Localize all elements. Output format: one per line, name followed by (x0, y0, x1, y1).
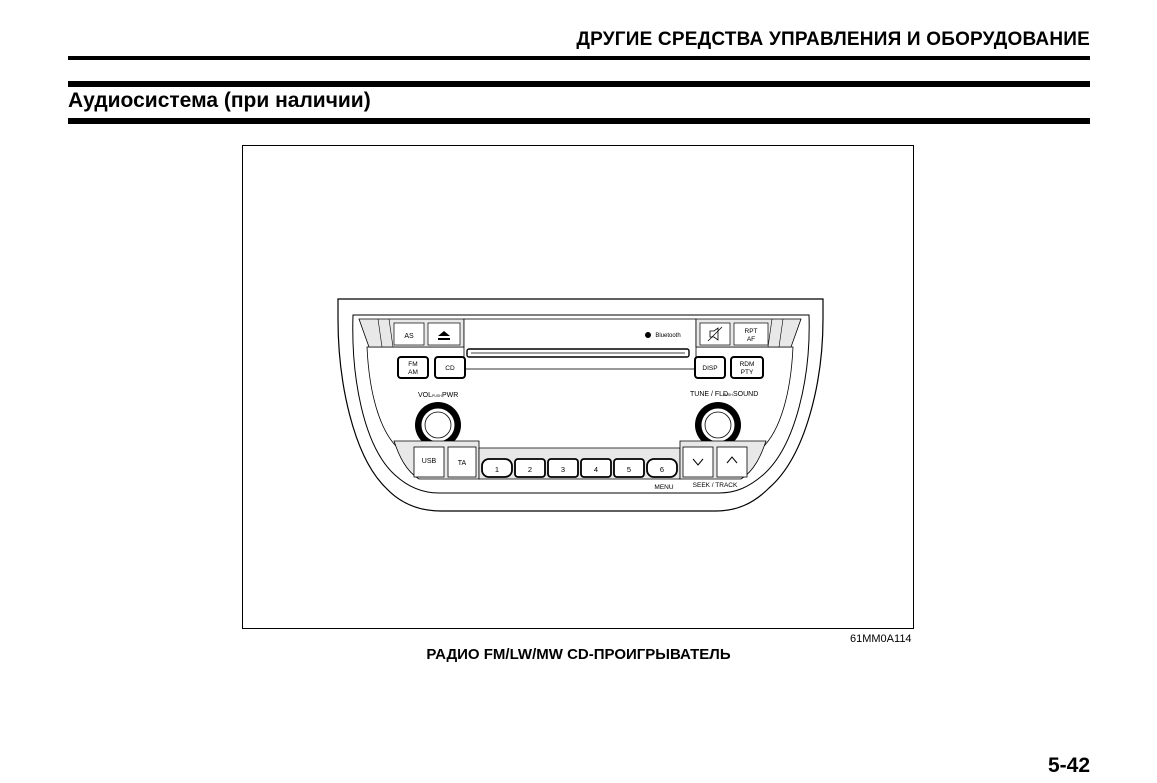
as-button[interactable] (393, 322, 425, 346)
cd-label: CD (445, 365, 455, 372)
fm-am-button[interactable] (397, 356, 429, 379)
af-label: AF (747, 336, 755, 343)
preset-6-label: 6 (660, 465, 664, 474)
disp-label: DISP (702, 365, 717, 372)
usb-label: USB (422, 458, 437, 465)
preset-5-label: 5 (627, 465, 631, 474)
chevron-up-icon (726, 456, 738, 464)
as-label: AS (404, 333, 414, 340)
preset-3-button[interactable] (547, 458, 579, 478)
section-rule-bottom (68, 118, 1090, 124)
push-right-label: PUSH (723, 393, 733, 397)
pty-label: PTY (741, 369, 754, 376)
preset-5-button[interactable] (613, 458, 645, 478)
fm-label: FM (408, 361, 417, 368)
menu-label: MENU (654, 484, 673, 491)
preset-1-label: 1 (495, 465, 499, 474)
rpt-label: RPT (745, 328, 758, 335)
cd-slot-panel (463, 318, 697, 370)
mute-icon (707, 326, 723, 342)
push-left-label: PUSH (432, 394, 442, 398)
sound-label: SOUND (733, 391, 758, 398)
disp-button[interactable] (694, 356, 726, 379)
pwr-label: PWR (442, 392, 458, 399)
ta-button[interactable] (447, 446, 477, 478)
audio-unit-illustration: AS Bluetooth RPT AF FM AM CD DISP RDM PT… (337, 298, 824, 512)
tune-fld-label: TUNE / FLD (690, 391, 728, 398)
eject-icon (438, 331, 450, 340)
preset-1-button[interactable] (481, 458, 513, 478)
figure-frame: AS Bluetooth RPT AF FM AM CD DISP RDM PT… (242, 145, 914, 629)
bluetooth-icon (645, 332, 651, 338)
preset-4-button[interactable] (580, 458, 612, 478)
am-label: AM (408, 369, 418, 376)
seek-up-button[interactable] (716, 446, 748, 478)
rdm-label: RDM (740, 361, 755, 368)
figure-code: 61MM0A114 (850, 633, 912, 645)
figure-caption: РАДИО FM/LW/MW CD-ПРОИГРЫВАТЕЛЬ (426, 646, 731, 663)
section-title: Аудиосистема (при наличии) (68, 89, 371, 112)
preset-4-label: 4 (594, 465, 598, 474)
seek-down-button[interactable] (682, 446, 714, 478)
vol-label: VOL (418, 392, 432, 399)
usb-button[interactable] (413, 446, 445, 478)
cd-button[interactable] (434, 356, 466, 379)
rpt-af-button[interactable] (733, 322, 769, 346)
rdm-pty-button[interactable] (730, 356, 764, 379)
chevron-down-icon (692, 458, 704, 466)
chapter-title: ДРУГИЕ СРЕДСТВА УПРАВЛЕНИЯ И ОБОРУДОВАНИ… (576, 29, 1090, 50)
ta-label: TA (458, 460, 467, 467)
page-number: 5-42 (1047, 754, 1090, 777)
preset-3-label: 3 (561, 465, 565, 474)
header-rule (68, 56, 1090, 60)
preset-2-label: 2 (528, 465, 532, 474)
section-rule-top (68, 81, 1090, 87)
preset-6-button[interactable] (646, 458, 678, 478)
seek-track-label: SEEK / TRACK (693, 482, 738, 489)
bluetooth-label: Bluetooth (655, 333, 680, 339)
preset-2-button[interactable] (514, 458, 546, 478)
